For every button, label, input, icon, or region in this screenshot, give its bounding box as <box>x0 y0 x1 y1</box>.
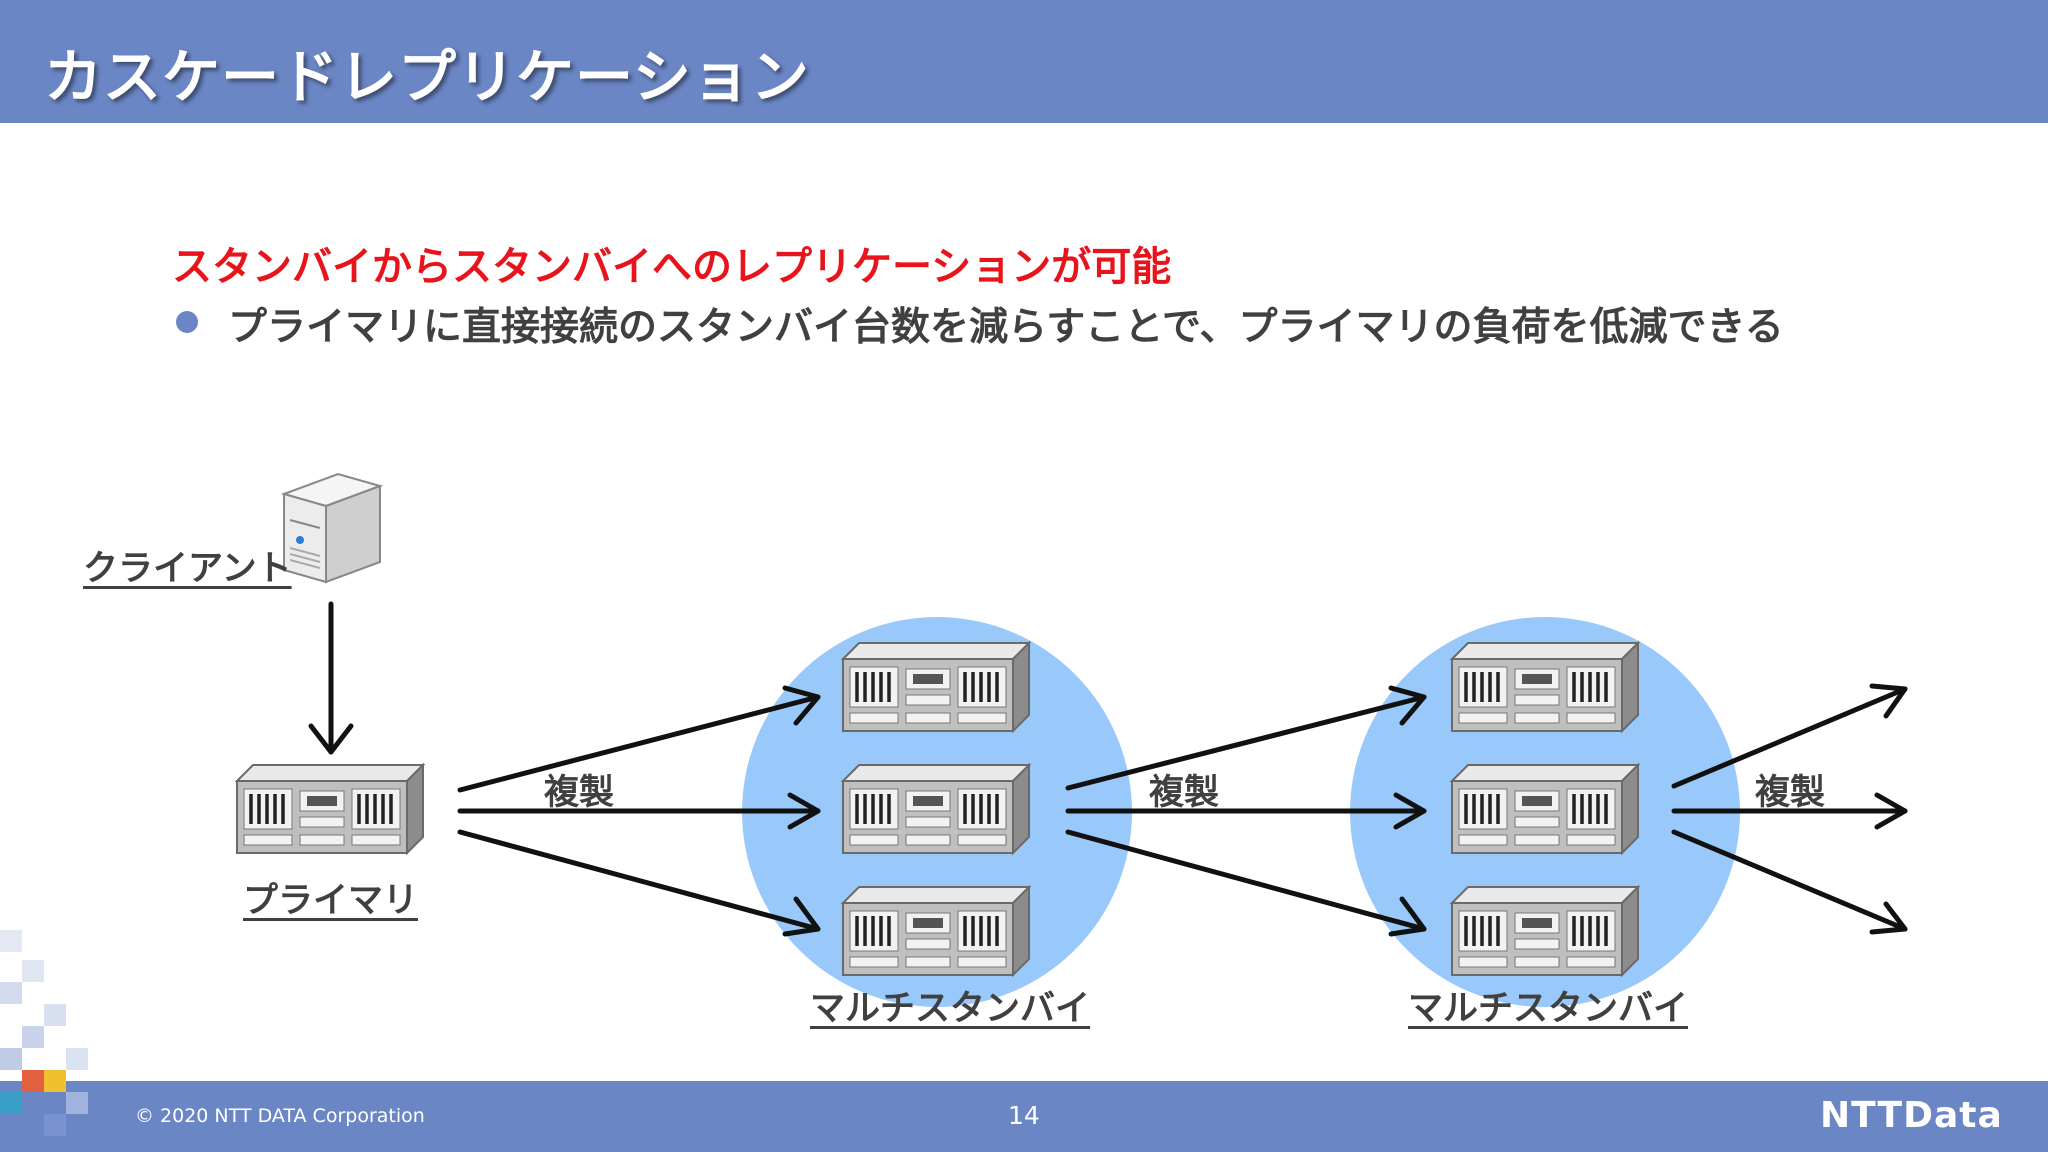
standby-server-icon <box>1450 641 1640 733</box>
copyright-text: © 2020 NTT DATA Corporation <box>135 1105 425 1127</box>
title-bar: カスケードレプリケーション <box>0 0 2048 123</box>
primary-server-icon <box>235 763 425 855</box>
standby-server-icon <box>841 885 1031 977</box>
copy-label: 複製 <box>1149 773 1220 813</box>
primary-label: プライマリ <box>243 881 419 921</box>
copy-label: 複製 <box>1755 773 1826 813</box>
replication-arrow <box>457 792 821 830</box>
highlight-text: スタンバイからスタンバイへのレプリケーションが可能 <box>172 244 1172 290</box>
client-to-primary-arrow <box>308 601 354 755</box>
standby-group-1-label: マルチスタンバイ <box>810 989 1091 1029</box>
replication-arrow <box>1671 829 1908 935</box>
standby-server-icon <box>1450 763 1640 855</box>
bullet-dot-icon <box>176 311 198 333</box>
decorative-mosaic <box>0 930 88 1136</box>
company-logo: NTTData <box>1820 1095 2003 1136</box>
standby-group-2-label: マルチスタンバイ <box>1408 989 1689 1029</box>
replication-arrow <box>1065 792 1427 830</box>
copy-label: 複製 <box>544 773 615 813</box>
replication-arrow <box>1671 683 1908 789</box>
replication-arrow <box>1671 792 1908 830</box>
standby-server-icon <box>841 763 1031 855</box>
footer-bar: © 2020 NTT DATA Corporation 14 NTTData <box>0 1081 2048 1152</box>
bullet-text: プライマリに直接接続のスタンバイ台数を減らすことで、プライマリの負荷を低減できる <box>228 305 1784 350</box>
slide-title: カスケードレプリケーション <box>44 43 810 111</box>
page-number: 14 <box>1008 1101 1040 1130</box>
client-label: クライアント <box>83 549 292 589</box>
replication-arrow <box>457 685 821 793</box>
replication-diagram <box>235 472 1908 1007</box>
standby-server-icon <box>1450 885 1640 977</box>
client-server-icon <box>280 472 384 584</box>
replication-arrow <box>457 829 821 937</box>
replication-arrow <box>1065 829 1427 937</box>
replication-arrow <box>1065 685 1427 791</box>
standby-server-icon <box>841 641 1031 733</box>
